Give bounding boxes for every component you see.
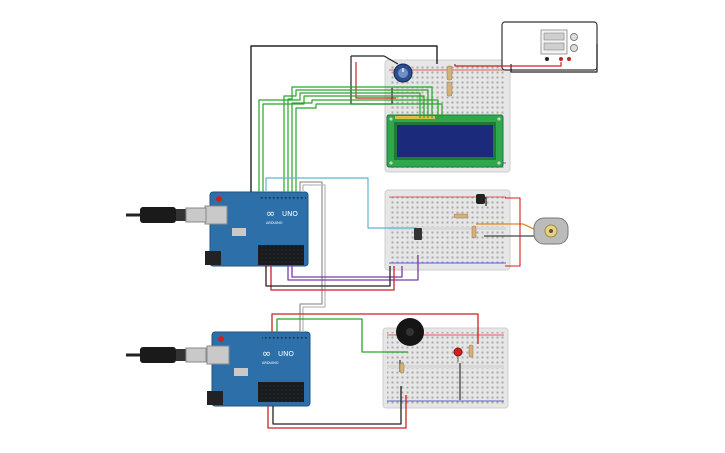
piezo-buzzer-icon[interactable]	[396, 318, 424, 346]
resistor-bottom	[399, 344, 474, 374]
resistor-top	[446, 65, 453, 97]
usb-plug-icon	[126, 207, 207, 223]
board-logo: ∞	[266, 207, 275, 220]
breadboard-bottom	[382, 327, 509, 409]
red-led-icon[interactable]	[453, 347, 463, 362]
diode	[414, 228, 422, 240]
wires	[250, 44, 598, 429]
lcd-16x2	[386, 114, 504, 168]
resistor-middle	[453, 213, 477, 239]
transistor	[476, 194, 485, 204]
board-logo: ∞	[262, 347, 271, 360]
potentiometer-icon[interactable]	[393, 63, 413, 83]
arduino-uno-top: ∞ UNO ARDUINO	[204, 191, 309, 267]
breadboard-middle	[384, 189, 511, 271]
usb-plug-icon	[126, 347, 207, 363]
board-brand: ARDUINO	[266, 221, 283, 225]
board-brand: ARDUINO	[262, 361, 279, 365]
board-model: UNO	[282, 210, 298, 218]
dc-motor-icon[interactable]	[533, 217, 569, 245]
board-model: UNO	[278, 350, 294, 358]
power-supply[interactable]	[501, 21, 598, 71]
arduino-uno-bottom: ∞ UNO ARDUINO	[206, 331, 311, 407]
